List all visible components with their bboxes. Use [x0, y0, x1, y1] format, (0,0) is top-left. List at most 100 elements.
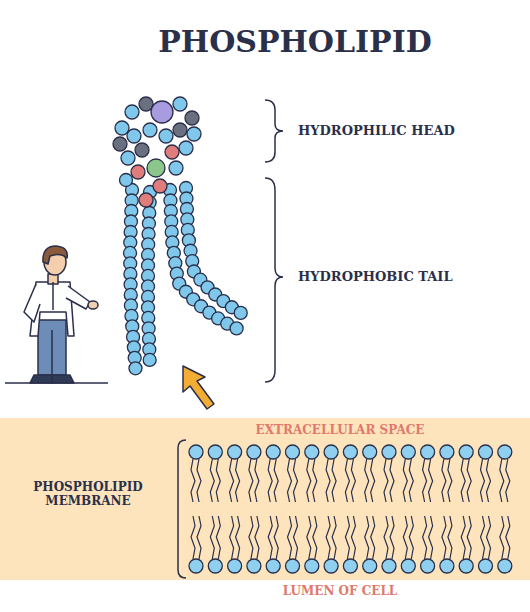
part-label: HYDROPHILIC HEAD: [298, 123, 498, 139]
lipid-tail: [197, 459, 201, 502]
lipid-tail: [506, 459, 510, 502]
lipid-tail: [429, 459, 433, 502]
lipid-head: [189, 559, 203, 573]
lipid-head: [479, 445, 493, 459]
lipid-tail: [481, 459, 485, 502]
atom: [129, 362, 142, 375]
lipid-tail: [191, 459, 195, 502]
lipid-tail: [487, 516, 491, 559]
lipid-head: [324, 445, 338, 459]
lipid-head: [401, 559, 415, 573]
lipid-tail: [506, 516, 510, 559]
lipid-tail: [403, 459, 407, 502]
title: PHOSPHOLIPID: [0, 24, 530, 60]
lipid-tail: [351, 516, 355, 559]
atom: [153, 179, 167, 193]
lipid-tail: [423, 459, 427, 502]
atom: [165, 145, 179, 159]
lipid-head: [228, 445, 242, 459]
atom: [121, 151, 135, 165]
atom: [159, 129, 173, 143]
membrane-bracket: [178, 440, 186, 578]
lipid-tail: [313, 516, 317, 559]
lipid-head: [459, 445, 473, 459]
atom: [143, 123, 157, 137]
atom: [169, 161, 183, 175]
atom: [113, 137, 127, 151]
part-label: PHOSPHOLIPID MEMBRANE: [18, 480, 158, 509]
lipid-tail: [332, 459, 336, 502]
atom: [147, 159, 165, 177]
lipid-tail: [448, 516, 452, 559]
lipid-tail: [448, 459, 452, 502]
lipid-tail: [268, 459, 272, 502]
lipid-tail: [500, 516, 504, 559]
lipid-tail: [274, 459, 278, 502]
lipid-tail: [307, 516, 311, 559]
lipid-tail: [481, 516, 485, 559]
atom: [187, 127, 201, 141]
scientist-figure: [5, 246, 108, 383]
lipid-head: [421, 559, 435, 573]
lipid-tail: [268, 516, 272, 559]
lipid-head: [363, 445, 377, 459]
atom: [185, 111, 199, 125]
lipid-head: [286, 445, 300, 459]
lipid-head: [324, 559, 338, 573]
lipid-head: [421, 445, 435, 459]
region-label: LUMEN OF CELL: [220, 584, 460, 598]
lipid-tail: [191, 516, 195, 559]
lipid-tail: [487, 459, 491, 502]
lipid-tail: [230, 516, 234, 559]
lipid-head: [305, 559, 319, 573]
lipid-tail: [371, 459, 375, 502]
lipid-head: [247, 445, 261, 459]
pointer-arrow: [183, 366, 214, 409]
atom: [234, 306, 247, 319]
lipid-head: [401, 445, 415, 459]
atom: [151, 101, 173, 123]
lipid-tail: [210, 459, 214, 502]
lipid-tail: [345, 459, 349, 502]
lipid-head: [440, 559, 454, 573]
lipid-head: [363, 559, 377, 573]
lipid-head: [189, 445, 203, 459]
lipid-tail: [365, 516, 369, 559]
lipid-head: [343, 445, 357, 459]
lipid-head: [208, 559, 222, 573]
atom: [230, 322, 243, 335]
atom: [173, 123, 187, 137]
lipid-tail: [429, 516, 433, 559]
atom: [127, 129, 141, 143]
lipid-tail: [461, 516, 465, 559]
lipid-tail: [500, 459, 504, 502]
lipid-head: [343, 559, 357, 573]
lipid-tail: [274, 516, 278, 559]
atom: [179, 141, 193, 155]
lipid-tail: [371, 516, 375, 559]
lipid-tail: [230, 459, 234, 502]
lipid-tail: [461, 459, 465, 502]
lipid-tail: [384, 459, 388, 502]
atom: [135, 143, 149, 157]
lipid-head: [228, 559, 242, 573]
phospholipid-molecule: [113, 97, 247, 375]
lipid-tail: [384, 516, 388, 559]
lipid-tail: [409, 516, 413, 559]
lipid-tail: [197, 516, 201, 559]
lipid-tail: [442, 459, 446, 502]
lipid-tail: [236, 516, 240, 559]
lipid-tail: [210, 516, 214, 559]
lipid-head: [266, 445, 280, 459]
lipid-tail: [467, 516, 471, 559]
lipid-head: [459, 559, 473, 573]
lipid-tail: [423, 516, 427, 559]
lipid-head: [286, 559, 300, 573]
lipid-head: [247, 559, 261, 573]
lipid-tail: [216, 459, 220, 502]
head-bracket: [265, 100, 283, 162]
lipid-tail: [345, 516, 349, 559]
lipid-tail: [288, 516, 292, 559]
